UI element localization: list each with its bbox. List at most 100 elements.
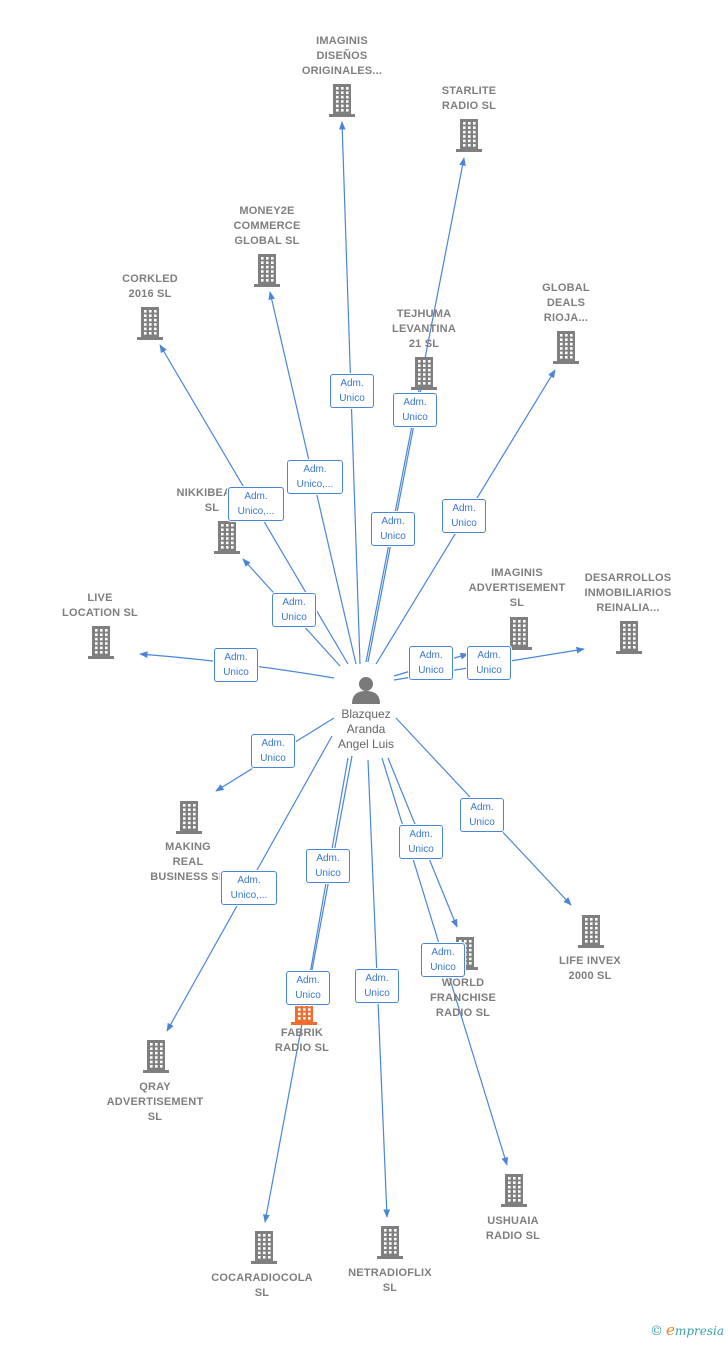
edge-label-line: Unico <box>315 868 341 879</box>
building-icon <box>251 1231 277 1264</box>
edge-label-fabrik-radio[interactable]: Adm. Unico <box>306 849 350 883</box>
building-icon <box>553 331 579 364</box>
company-node-corkled[interactable] <box>85 306 215 340</box>
edge-label-desarrollos[interactable]: Adm. Unico <box>467 646 511 680</box>
edge-label-making-real[interactable]: Adm.Unico <box>251 734 295 768</box>
company-node-netradioflix[interactable] <box>325 1225 455 1259</box>
company-label-global-deals[interactable]: GLOBAL DEALS RIOJA... <box>501 281 631 326</box>
company-name: COCARADIOCOLA SL <box>211 1272 313 1299</box>
building-icon <box>137 307 163 340</box>
company-node-imaginis-disenos[interactable] <box>277 83 407 117</box>
edge-label-nikkibeach[interactable]: Adm. Unico <box>272 593 316 627</box>
building-icon <box>143 1040 169 1073</box>
company-label-live-location[interactable]: LIVE LOCATION SL <box>35 591 165 621</box>
edge-label-line: Unico,... <box>237 506 275 517</box>
person-icon <box>352 677 380 704</box>
company-label-money2e[interactable]: MONEY2E COMMERCE GLOBAL SL <box>202 204 332 249</box>
company-node-making-real[interactable] <box>124 800 254 834</box>
edge-label-global-deals[interactable]: Adm.Unico <box>442 499 486 533</box>
company-node-money2e[interactable] <box>202 253 332 287</box>
building-icon <box>377 1226 403 1259</box>
edge-label-line: Adm. <box>403 397 427 408</box>
person-node[interactable]: Blazquez Aranda Angel Luis <box>311 675 421 752</box>
edge-label-line: Adm. <box>409 829 433 840</box>
company-label-cocaradiocola[interactable]: COCARADIOCOLA SL <box>197 1271 327 1301</box>
edge-label-ushuaia[interactable]: Adm.Unico <box>421 943 465 977</box>
company-name: STARLITE RADIO SL <box>441 85 497 112</box>
company-node-qray[interactable] <box>91 1039 221 1073</box>
company-label-fabrik-radio[interactable]: FABRIK RADIO SL <box>237 1026 367 1056</box>
edge-label-cocaradiocola[interactable]: Adm.Unico <box>286 971 330 1005</box>
edge-label-netradioflix[interactable]: Adm.Unico <box>355 969 399 1003</box>
edge-label-line: Unico <box>380 531 406 542</box>
building-icon <box>616 621 642 654</box>
building-icon <box>501 1174 527 1207</box>
company-node-starlite-radio[interactable] <box>404 118 534 152</box>
company-label-corkled[interactable]: CORKLED 2016 SL <box>85 272 215 302</box>
edge-label-imaginis-disenos[interactable]: Adm.Unico <box>330 374 374 408</box>
edge-label-line: Adm. <box>296 975 320 986</box>
building-icon <box>176 801 202 834</box>
edge-label-line: Unico <box>223 667 249 678</box>
company-node-global-deals[interactable] <box>501 330 631 364</box>
edge-label-live-location[interactable]: Adm. Unico <box>214 648 258 682</box>
edge-label-line: Unico <box>339 393 365 404</box>
company-label-imaginis-advertisement[interactable]: IMAGINIS ADVERTISEMENT SL <box>452 566 582 611</box>
edge-label-line: Adm. <box>224 652 248 663</box>
company-name: GLOBAL DEALS RIOJA... <box>542 282 590 324</box>
edge-label-tejhuma[interactable]: Adm.Unico <box>371 512 415 546</box>
edge-label-line: Unico <box>476 665 502 676</box>
company-label-tejhuma[interactable]: TEJHUMA LEVANTINA 21 SL <box>359 307 489 352</box>
company-label-life-invex[interactable]: LIFE INVEX 2000 SL <box>525 954 655 984</box>
company-name: LIVE LOCATION SL <box>62 592 138 619</box>
company-node-ushuaia[interactable] <box>449 1173 579 1207</box>
edge-label-life-invex[interactable]: Adm.Unico <box>460 798 504 832</box>
building-icon <box>88 626 114 659</box>
edge-label-line: Unico <box>364 988 390 999</box>
brand-name: mpresia <box>674 1324 724 1338</box>
company-label-ushuaia[interactable]: USHUAIA RADIO SL <box>448 1214 578 1244</box>
edge-label-imaginis-advertisement[interactable]: Adm.Unico <box>409 646 453 680</box>
company-name: USHUAIA RADIO SL <box>485 1215 541 1242</box>
company-node-nikkibeach[interactable] <box>162 520 292 554</box>
company-node-desarrollos[interactable] <box>564 620 694 654</box>
edge-label-line: Unico <box>408 844 434 855</box>
company-node-live-location[interactable] <box>36 625 166 659</box>
company-label-starlite-radio[interactable]: STARLITE RADIO SL <box>404 84 534 114</box>
company-label-netradioflix[interactable]: NETRADIOFLIX SL <box>325 1266 455 1296</box>
edge-label-starlite-radio[interactable]: Adm. Unico <box>393 393 437 427</box>
edge-label-corkled[interactable]: Adm.Unico,... <box>228 487 284 521</box>
person-name: Blazquez Aranda Angel Luis <box>337 707 395 751</box>
edge-label-world-franchise[interactable]: Adm. Unico <box>399 825 443 859</box>
edge-label-line: Adm. <box>452 503 476 514</box>
company-label-imaginis-disenos[interactable]: IMAGINIS DISEÑOS ORIGINALES... <box>277 34 407 79</box>
copyright-icon: © <box>650 1324 664 1339</box>
edge-label-qray[interactable]: Adm.Unico,... <box>221 871 277 905</box>
company-name: IMAGINIS DISEÑOS ORIGINALES... <box>301 35 383 77</box>
building-icon <box>254 254 280 287</box>
brand-initial: e <box>666 1321 675 1339</box>
company-node-imaginis-advertisement[interactable] <box>454 616 584 650</box>
edge-label-line: Adm. <box>282 597 306 608</box>
company-node-tejhuma[interactable] <box>359 356 489 390</box>
edge-label-line: Adm. <box>477 650 501 661</box>
edge-label-money2e[interactable]: Adm.Unico,... <box>287 460 343 494</box>
company-name: TEJHUMA LEVANTINA 21 SL <box>392 308 456 350</box>
building-icon <box>329 84 355 117</box>
company-label-desarrollos[interactable]: DESARROLLOS INMOBILIARIOS REINALIA... <box>563 571 693 616</box>
brand-footer[interactable]: ©empresia <box>650 1321 724 1339</box>
company-node-cocaradiocola[interactable] <box>199 1230 329 1264</box>
edge-label-line: Unico <box>281 612 307 623</box>
company-name: DESARROLLOS INMOBILIARIOS REINALIA... <box>584 572 672 614</box>
company-label-world-franchise[interactable]: WORLD FRANCHISE RADIO SL <box>398 976 528 1021</box>
company-node-life-invex[interactable] <box>526 914 656 948</box>
company-name: IMAGINIS ADVERTISEMENT SL <box>468 567 566 609</box>
edge-label-line: Adm. <box>316 853 340 864</box>
edge-label-line: Unico <box>402 412 428 423</box>
company-node-world-franchise[interactable] <box>400 936 530 970</box>
company-name: MAKING REAL BUSINESS SL <box>150 841 226 883</box>
company-label-qray[interactable]: QRAY ADVERTISEMENT SL <box>90 1080 220 1125</box>
company-label-making-real[interactable]: MAKING REAL BUSINESS SL <box>123 840 253 885</box>
edge-label-line: Adm. <box>237 875 261 886</box>
